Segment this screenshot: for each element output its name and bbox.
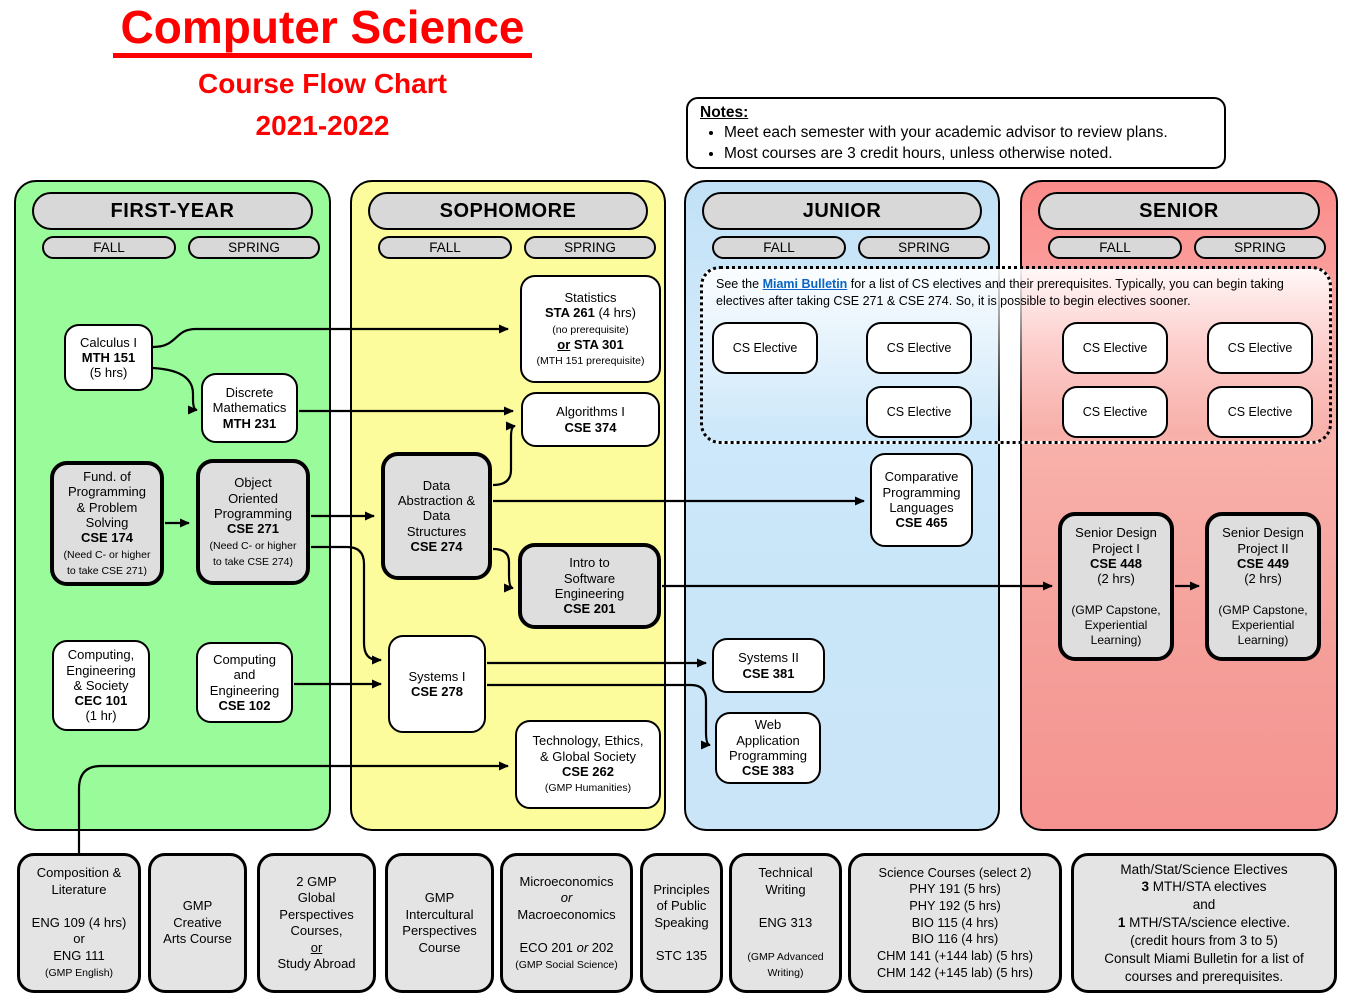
cs-electives-note: See the Miami Bulletin for a list of CS … [703, 269, 1329, 311]
connector-cse278-cse383 [487, 683, 711, 750]
cs-elective-label: CS Elective [1227, 404, 1293, 419]
cs-elective-label: CS Elective [732, 340, 798, 355]
first-year-header: FIRST-YEAR [32, 192, 313, 230]
page-year: 2021-2022 [255, 110, 390, 142]
sophomore-spring-pill: SPRING [524, 236, 656, 259]
cs-elective-box: CS Elective [866, 386, 972, 438]
first-year-fall-pill: FALL [42, 236, 176, 259]
title-block: Computer Science Course Flow Chart 2021-… [70, 3, 575, 142]
cs-elective-box: CS Elective [1207, 322, 1313, 374]
sophomore-header: SOPHOMORE [368, 192, 648, 230]
miami-bulletin-link[interactable]: Miami Bulletin [762, 277, 848, 291]
cs-elective-label: CS Elective [886, 404, 952, 419]
junior-fall-pill: FALL [712, 236, 846, 259]
junior-spring-pill: SPRING [858, 236, 990, 259]
notes-heading: Notes: [700, 104, 749, 121]
cs-elective-label: CS Elective [1082, 340, 1148, 355]
senior-fall-pill: FALL [1048, 236, 1182, 259]
cs-elective-box: CS Elective [1062, 322, 1168, 374]
senior-spring-pill: SPRING [1194, 236, 1326, 259]
course-science-select: Science Courses (select 2)PHY 191 (5 hrs… [848, 853, 1062, 993]
cs-elective-label: CS Elective [886, 340, 952, 355]
connector-cse274-cse201 [492, 547, 514, 593]
note-item: Most courses are 3 credit hours, unless … [724, 144, 1212, 165]
connector-composition-cse262 [77, 761, 509, 853]
cs-elective-box: CS Elective [712, 322, 818, 374]
cs-elective-label: CS Elective [1082, 404, 1148, 419]
connector-mth151-mth231 [152, 366, 198, 415]
junior-header: JUNIOR [702, 192, 982, 230]
cs-elective-box: CS Elective [1207, 386, 1313, 438]
sophomore-fall-pill: FALL [378, 236, 512, 259]
first-year-spring-pill: SPRING [188, 236, 320, 259]
page-title: Computer Science [70, 3, 575, 59]
connector-cse274-cse374 [492, 421, 516, 487]
cs-elective-box: CS Elective [866, 322, 972, 374]
page-subtitle: Course Flow Chart [198, 68, 447, 100]
cs-elective-label: CS Elective [1227, 340, 1293, 355]
course-eng-composition: Composition &Literature ENG 109 (4 hrs)o… [17, 853, 141, 993]
note-item: Meet each semester with your academic ad… [724, 123, 1212, 144]
cs-elective-box: CS Elective [1062, 386, 1168, 438]
notes-box: Notes: Meet each semester with your acad… [686, 97, 1226, 169]
notes-list: Meet each semester with your academic ad… [724, 123, 1212, 165]
connector-mth151-sta261 [152, 324, 509, 349]
note-text: See the [716, 277, 763, 291]
senior-header: SENIOR [1038, 192, 1320, 230]
connector-cse271-cse278 [311, 545, 382, 665]
note-text: for a list of CS electives and their pre… [716, 277, 1284, 309]
